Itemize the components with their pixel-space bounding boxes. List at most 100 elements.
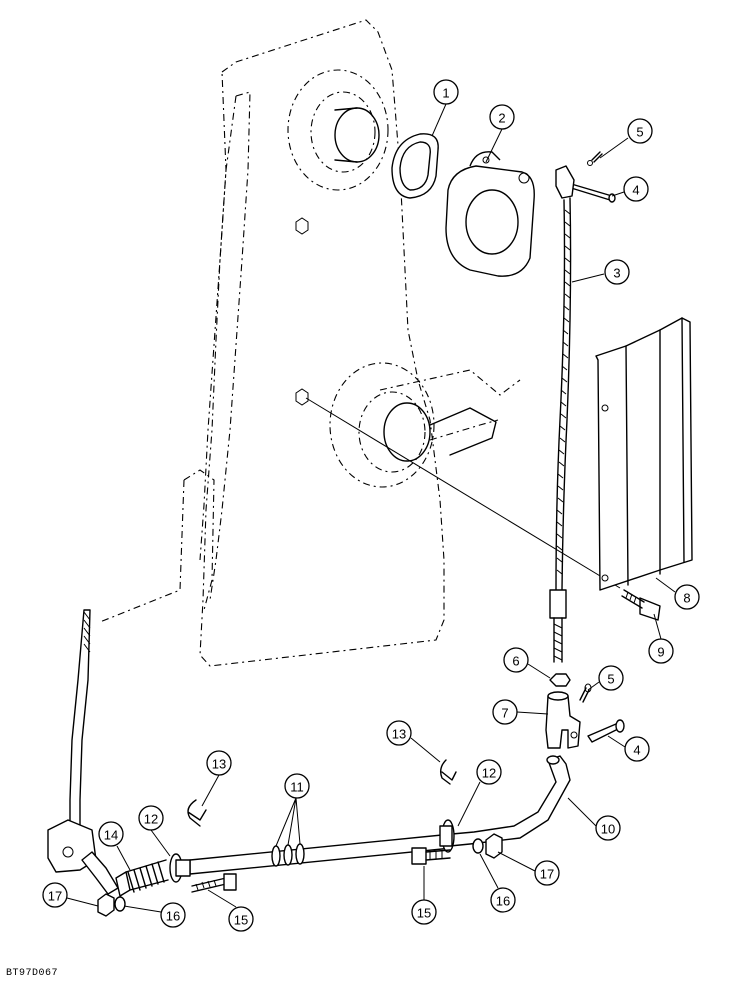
callout-10: 10 xyxy=(595,815,621,841)
part-14-spring xyxy=(81,851,169,897)
callout-circle xyxy=(284,773,310,799)
part-3-cable xyxy=(549,165,575,663)
callout-label: 16 xyxy=(166,909,180,924)
callout-label: 7 xyxy=(501,706,508,721)
callout-circle xyxy=(627,118,653,144)
callout-9: 9 xyxy=(648,638,674,664)
callout-label: 9 xyxy=(657,645,664,660)
callout-label: 11 xyxy=(290,780,304,795)
callout-circle xyxy=(98,821,124,847)
callout-label: 10 xyxy=(601,822,615,837)
callout-label: 4 xyxy=(633,743,640,758)
callout-label: 8 xyxy=(683,591,690,606)
part-12-flange-right xyxy=(439,819,455,853)
callout-label: 15 xyxy=(234,913,248,928)
callout-circle xyxy=(503,647,529,673)
callout-circle xyxy=(489,104,515,130)
callout-circle xyxy=(386,720,412,746)
callout-label: 1 xyxy=(442,86,449,101)
callout-6: 6 xyxy=(503,647,529,673)
callout-circle xyxy=(433,79,459,105)
callout-13: 13 xyxy=(386,720,412,746)
callout-circle xyxy=(598,665,624,691)
callout-label: 13 xyxy=(392,727,406,742)
part-5-cotter-upper xyxy=(587,151,603,166)
part-10-control-rod xyxy=(189,755,571,875)
part-11-washers xyxy=(271,843,305,867)
callout-12: 12 xyxy=(476,759,502,785)
callout-label: 6 xyxy=(512,654,519,669)
callout-circle xyxy=(160,902,186,928)
callout-7: 7 xyxy=(492,699,518,725)
callout-16: 16 xyxy=(160,902,186,928)
part-15-bolt-left xyxy=(191,873,237,893)
callout-label: 3 xyxy=(613,266,620,281)
part-12-flange-left xyxy=(169,853,191,883)
callout-15: 15 xyxy=(411,899,437,925)
callout-label: 17 xyxy=(48,889,62,904)
loader-frame-outline xyxy=(99,19,521,667)
part-4-pin-upper xyxy=(567,182,616,203)
assembly-leader-line xyxy=(305,397,621,589)
callout-circle xyxy=(604,259,630,285)
callout-circle xyxy=(492,699,518,725)
part-15-bolt-right xyxy=(411,847,451,865)
part-13-clip-left xyxy=(187,799,207,827)
callout-15: 15 xyxy=(228,906,254,932)
part-4-pin-lower xyxy=(587,719,625,743)
part-17-nut-left xyxy=(97,893,115,917)
part-9-bolt xyxy=(621,589,661,621)
part-1-seal xyxy=(391,133,439,199)
part-16-washer-right xyxy=(472,838,484,854)
callout-4: 4 xyxy=(624,736,650,762)
callout-circle xyxy=(534,860,560,886)
callout-circle xyxy=(490,887,516,913)
callout-circle xyxy=(648,638,674,664)
callout-label: 12 xyxy=(144,812,158,827)
callout-label: 17 xyxy=(540,867,554,882)
callout-4: 4 xyxy=(623,176,649,202)
part-17-nut-right xyxy=(485,833,503,859)
callout-leaders xyxy=(66,103,676,913)
part-7-clevis xyxy=(545,691,581,749)
figure-code: BT97D067 xyxy=(6,968,59,979)
part-8-shield xyxy=(595,317,693,591)
callout-circle xyxy=(595,815,621,841)
callout-17: 17 xyxy=(534,860,560,886)
callout-circle xyxy=(623,176,649,202)
part-13-clip-right xyxy=(439,759,457,785)
callout-label: 2 xyxy=(498,111,505,126)
part-16-washer-left xyxy=(114,896,126,912)
callout-label: 12 xyxy=(482,766,496,781)
callout-label: 16 xyxy=(496,894,510,909)
callout-2: 2 xyxy=(489,104,515,130)
callout-5: 5 xyxy=(627,118,653,144)
callout-label: 14 xyxy=(104,828,118,843)
callout-circle xyxy=(674,584,700,610)
callout-circle xyxy=(624,736,650,762)
callout-circle xyxy=(411,899,437,925)
callout-11: 11 xyxy=(284,773,310,799)
callout-8: 8 xyxy=(674,584,700,610)
callout-label: 4 xyxy=(632,183,639,198)
callout-circle xyxy=(228,906,254,932)
callout-label: 5 xyxy=(607,672,614,687)
callout-16: 16 xyxy=(490,887,516,913)
part-5-cotter-lower xyxy=(579,683,592,703)
callout-17: 17 xyxy=(42,882,68,908)
callout-14: 14 xyxy=(98,821,124,847)
callout-label: 5 xyxy=(636,125,643,140)
callout-13: 13 xyxy=(206,750,232,776)
control-lever xyxy=(47,609,97,873)
callout-1: 1 xyxy=(433,79,459,105)
callout-label: 15 xyxy=(417,906,431,921)
callout-circle xyxy=(476,759,502,785)
callout-5: 5 xyxy=(598,665,624,691)
callout-circle xyxy=(206,750,232,776)
callout-circle xyxy=(138,805,164,831)
part-2-bracket xyxy=(445,151,535,277)
callout-12: 12 xyxy=(138,805,164,831)
